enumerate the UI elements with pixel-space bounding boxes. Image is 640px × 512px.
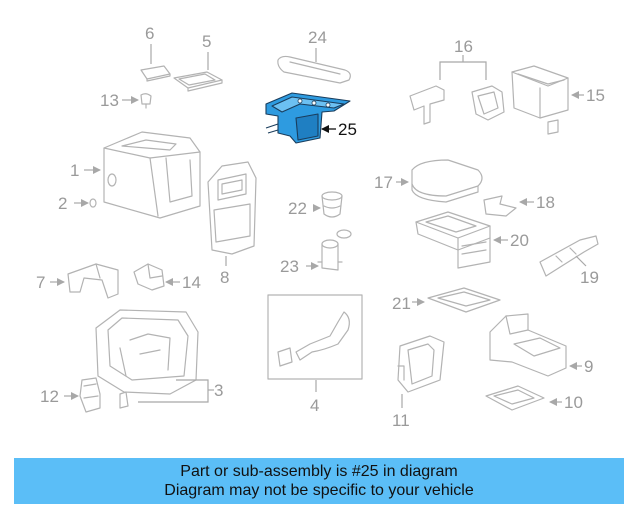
callout-3: 3 <box>214 381 223 400</box>
callout-21: 21 <box>392 294 411 313</box>
part-17[interactable]: 17 <box>374 159 483 203</box>
part-4[interactable]: 4 <box>267 294 363 415</box>
part-23[interactable]: 23 <box>280 229 352 276</box>
callout-17: 17 <box>374 173 393 192</box>
part-25-highlighted[interactable]: 25 <box>265 92 357 144</box>
part-6[interactable]: 6 <box>140 24 171 82</box>
part-13[interactable]: 13 <box>100 91 152 110</box>
callout-8: 8 <box>220 268 229 287</box>
part-20[interactable]: 20 <box>415 211 529 269</box>
part-9[interactable]: 9 <box>489 313 593 377</box>
callout-6: 6 <box>145 24 154 43</box>
callout-9: 9 <box>584 357 593 376</box>
callout-2: 2 <box>58 194 67 213</box>
part-18[interactable]: 18 <box>483 193 555 217</box>
part-21[interactable]: 21 <box>392 287 501 313</box>
banner-line-2: Diagram may not be specific to your vehi… <box>164 482 474 499</box>
callout-20: 20 <box>510 231 529 250</box>
part-11[interactable]: 11 <box>392 335 445 430</box>
info-banner: Part or sub-assembly is #25 in diagram D… <box>14 458 624 504</box>
callout-13: 13 <box>100 91 119 110</box>
part-8[interactable]: 8 <box>207 161 257 287</box>
callout-19: 19 <box>580 268 599 287</box>
callout-18: 18 <box>536 193 555 212</box>
part-16[interactable]: 16 <box>409 37 505 125</box>
part-19[interactable]: 19 <box>539 235 599 287</box>
callout-11: 11 <box>392 411 410 430</box>
callout-22: 22 <box>288 199 307 218</box>
callout-5: 5 <box>202 32 211 51</box>
callout-1: 1 <box>70 161 79 180</box>
part-14[interactable]: 14 <box>133 263 201 292</box>
callout-15: 15 <box>586 86 605 105</box>
part-24[interactable]: 24 <box>277 28 351 84</box>
part-2[interactable]: 2 <box>58 194 97 213</box>
callout-24: 24 <box>308 28 327 47</box>
part-1[interactable]: 1 <box>70 131 201 219</box>
part-12[interactable]: 12 <box>40 377 101 413</box>
part-3[interactable]: 3 <box>95 309 223 409</box>
part-15[interactable]: 15 <box>511 65 605 135</box>
callout-10: 10 <box>564 393 583 412</box>
callout-4: 4 <box>310 396 319 415</box>
callout-12: 12 <box>40 387 59 406</box>
part-10[interactable]: 10 <box>485 385 583 412</box>
callout-7: 7 <box>36 273 45 292</box>
callout-25: 25 <box>338 120 357 139</box>
callout-23: 23 <box>280 257 299 276</box>
part-7[interactable]: 7 <box>36 263 119 299</box>
callout-16: 16 <box>454 37 473 56</box>
part-5[interactable]: 5 <box>173 32 223 92</box>
callout-14: 14 <box>182 273 201 292</box>
banner-line-1: Part or sub-assembly is #25 in diagram <box>180 463 458 480</box>
parts-diagram: 6 5 13 24 25 16 <box>36 24 605 430</box>
part-22[interactable]: 22 <box>288 191 343 218</box>
